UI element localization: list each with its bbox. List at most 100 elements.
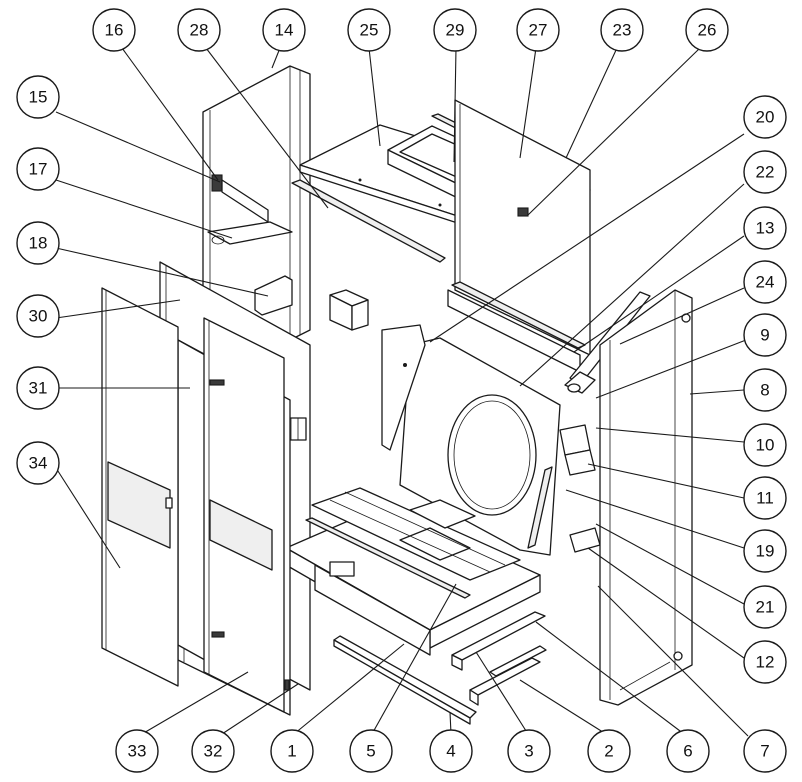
callout-29-label: 29 bbox=[446, 21, 465, 40]
callout-25: 25 bbox=[347, 8, 391, 52]
callout-33: 33 bbox=[115, 729, 159, 773]
leader-lines bbox=[55, 47, 749, 737]
callout-19-label: 19 bbox=[756, 542, 775, 561]
callout-16-label: 16 bbox=[105, 21, 124, 40]
callout-8-label: 8 bbox=[760, 381, 769, 400]
callout-24-label: 24 bbox=[756, 273, 775, 292]
part-3-rail bbox=[451, 611, 546, 706]
leader-16 bbox=[121, 47, 219, 181]
part-18-bracket bbox=[254, 275, 293, 316]
callout-14-label: 14 bbox=[275, 21, 294, 40]
callout-10: 10 bbox=[743, 423, 787, 467]
callout-26-label: 26 bbox=[698, 21, 717, 40]
leader-24 bbox=[619, 287, 745, 345]
callout-2-label: 2 bbox=[604, 742, 613, 761]
part-8-right-panel bbox=[599, 289, 693, 706]
callout-20: 20 bbox=[743, 95, 787, 139]
callout-17: 17 bbox=[16, 147, 60, 191]
callout-9-label: 9 bbox=[760, 326, 769, 345]
leader-9 bbox=[595, 339, 747, 399]
callout-34: 34 bbox=[16, 441, 60, 485]
callout-19: 19 bbox=[743, 529, 787, 573]
part-12-bracket bbox=[569, 527, 601, 553]
callout-15-label: 15 bbox=[29, 88, 48, 107]
part-2-rail bbox=[489, 645, 547, 677]
part-duct-box bbox=[329, 289, 369, 331]
callout-29: 29 bbox=[433, 8, 477, 52]
callout-24: 24 bbox=[743, 260, 787, 304]
callout-32-label: 32 bbox=[204, 742, 223, 761]
callout-28-label: 28 bbox=[190, 21, 209, 40]
callout-7-label: 7 bbox=[760, 742, 769, 761]
callout-23-label: 23 bbox=[613, 21, 632, 40]
callout-30: 30 bbox=[16, 294, 60, 338]
callout-14: 14 bbox=[262, 8, 306, 52]
callout-4-label: 4 bbox=[446, 742, 455, 761]
callout-23: 23 bbox=[600, 8, 644, 52]
callout-21: 21 bbox=[743, 585, 787, 629]
leader-2 bbox=[519, 679, 607, 735]
callout-34-label: 34 bbox=[29, 454, 48, 473]
callout-25-label: 25 bbox=[360, 21, 379, 40]
part-5-deck bbox=[311, 487, 521, 581]
leader-12 bbox=[587, 547, 745, 659]
callout-9: 9 bbox=[743, 313, 787, 357]
leader-3 bbox=[475, 651, 529, 735]
leader-5 bbox=[371, 583, 457, 735]
callout-13: 13 bbox=[743, 206, 787, 250]
callout-27: 27 bbox=[516, 8, 560, 52]
callout-18: 18 bbox=[16, 221, 60, 265]
callout-20-label: 20 bbox=[756, 108, 775, 127]
leader-22 bbox=[519, 183, 745, 387]
callouts: 16 28 14 25 29 27 23 26 15 20 17 22 13 1… bbox=[16, 8, 787, 773]
callout-6-label: 6 bbox=[683, 742, 692, 761]
leader-18 bbox=[55, 247, 269, 297]
part-34-door bbox=[101, 287, 179, 687]
leader-7 bbox=[597, 585, 749, 737]
callout-4: 4 bbox=[429, 729, 473, 773]
callout-11-label: 11 bbox=[756, 489, 774, 508]
leader-17 bbox=[55, 179, 233, 239]
callout-7: 7 bbox=[743, 729, 787, 773]
callout-22: 22 bbox=[743, 150, 787, 194]
callout-11: 11 bbox=[743, 476, 787, 520]
assembly-drawing bbox=[101, 65, 693, 725]
leader-26 bbox=[527, 47, 701, 216]
leader-32 bbox=[221, 683, 299, 735]
callout-21-label: 21 bbox=[756, 598, 775, 617]
leader-13 bbox=[573, 235, 745, 353]
callout-26: 26 bbox=[685, 8, 729, 52]
part-4-rail bbox=[333, 635, 477, 725]
callout-31-label: 31 bbox=[29, 379, 48, 398]
callout-10-label: 10 bbox=[756, 436, 775, 455]
callout-13-label: 13 bbox=[756, 219, 775, 238]
leader-8 bbox=[689, 389, 745, 395]
callout-28: 28 bbox=[177, 8, 221, 52]
leader-14 bbox=[271, 47, 281, 69]
leader-29 bbox=[453, 47, 457, 163]
part-24-bracket bbox=[564, 371, 596, 394]
callout-2: 2 bbox=[587, 729, 631, 773]
leader-25 bbox=[368, 47, 381, 147]
callout-3: 3 bbox=[507, 729, 551, 773]
callout-5: 5 bbox=[349, 729, 393, 773]
callout-3-label: 3 bbox=[524, 742, 533, 761]
leader-30 bbox=[55, 299, 181, 319]
callout-1-label: 1 bbox=[287, 742, 296, 761]
leader-33 bbox=[141, 671, 249, 735]
leader-28 bbox=[205, 47, 329, 209]
leader-6 bbox=[535, 621, 685, 735]
part-19-rail bbox=[527, 466, 553, 549]
leader-19 bbox=[565, 489, 745, 549]
part-side-bracket-left bbox=[381, 324, 426, 451]
callout-17-label: 17 bbox=[29, 160, 48, 179]
leader-15 bbox=[55, 111, 221, 183]
part-11-bracket bbox=[564, 449, 596, 476]
leader-27 bbox=[519, 47, 537, 159]
callout-6: 6 bbox=[666, 729, 710, 773]
callout-32: 32 bbox=[191, 729, 235, 773]
callout-33-label: 33 bbox=[128, 742, 147, 761]
leader-23 bbox=[565, 47, 618, 159]
leader-21 bbox=[595, 523, 745, 605]
callout-16: 16 bbox=[92, 8, 136, 52]
